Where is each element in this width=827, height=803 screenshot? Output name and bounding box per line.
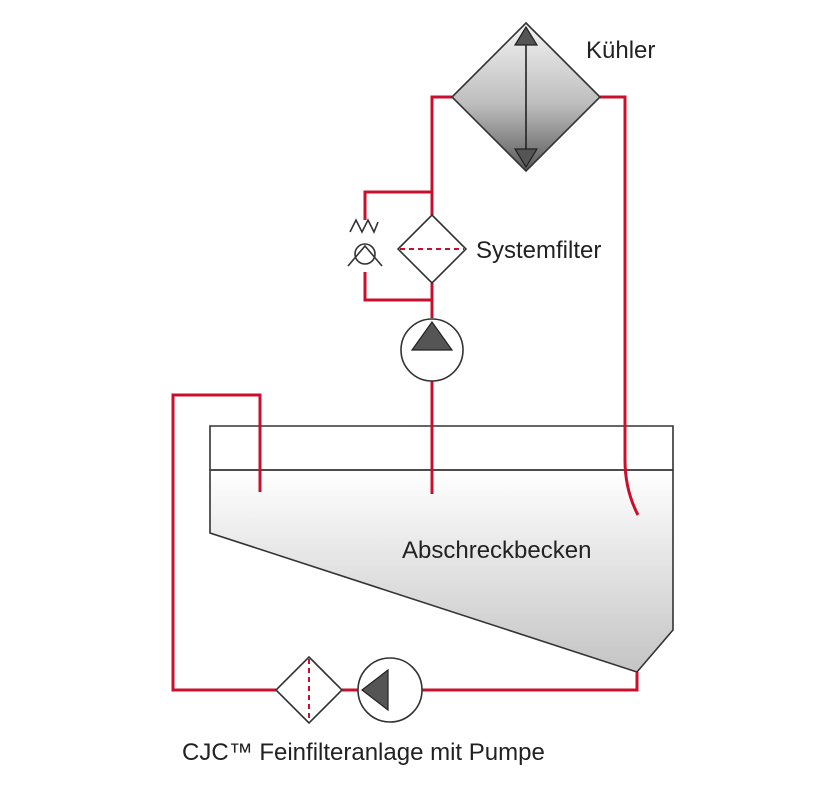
tank-label: Abschreckbecken bbox=[402, 537, 591, 564]
fine-filter-suction-pipe bbox=[422, 672, 639, 692]
fine-pump-casing bbox=[357, 657, 423, 723]
heat-exchanger-icon bbox=[450, 21, 602, 173]
bypass-pipe bbox=[363, 190, 432, 302]
pump-icon bbox=[400, 318, 464, 382]
system-filter-label: Systemfilter bbox=[476, 237, 601, 264]
tank-body bbox=[209, 469, 674, 673]
check-valve-seat bbox=[347, 244, 383, 267]
cooler-arrow-up bbox=[513, 25, 539, 46]
cooler-arrow-down bbox=[513, 148, 539, 169]
fine-filter-icon bbox=[274, 655, 344, 725]
check-valve-spring bbox=[349, 218, 379, 234]
pipework bbox=[171, 95, 640, 692]
fine-filter-unit-label: CJC™ Feinfilteranlage mit Pumpe bbox=[182, 739, 545, 766]
fine-pump-icon bbox=[357, 657, 423, 723]
tank-rim bbox=[209, 425, 674, 470]
fine-pump-triangle bbox=[361, 668, 389, 712]
filter-icon bbox=[396, 213, 468, 285]
main-pump-triangle bbox=[410, 320, 454, 351]
filter-to-cooler-pipe bbox=[430, 95, 452, 215]
cooler-return-pipe bbox=[600, 95, 640, 516]
quench-tank bbox=[209, 425, 674, 673]
fine-filter-return-pipe bbox=[171, 393, 276, 692]
cooler-label: Kühler bbox=[586, 37, 655, 64]
check-valve-icon bbox=[347, 218, 383, 267]
check-valve-ball bbox=[354, 243, 376, 265]
